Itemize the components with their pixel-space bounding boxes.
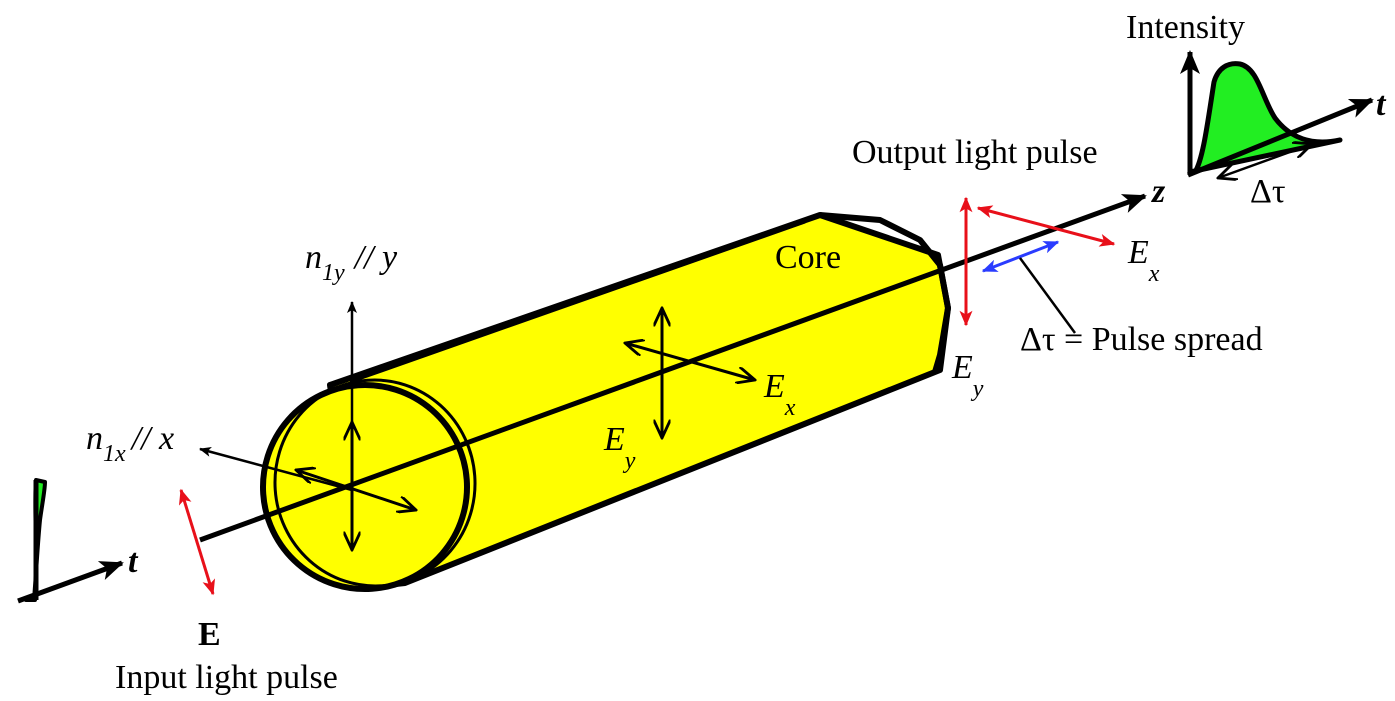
output-pulse-label: Output light pulse [852,134,1098,171]
n1y-sub: 1y [322,260,345,286]
n1y-n: n [305,239,322,276]
n1x-label: n1x// x [86,420,174,467]
mid-ex-sub: x [784,395,796,421]
input-t-axis-arrow [17,560,124,604]
core-end-cap [819,212,951,373]
z-axis-label: z [1151,173,1166,210]
output-t-label: t [1376,86,1387,123]
mid-ex-label: Ex [763,368,796,421]
delta-tau-label: Δτ [1250,173,1286,210]
output-ex-label: Ex [1127,234,1160,287]
face-e-horizontal-arrow [296,470,416,510]
mid-ey-label: Ey [603,421,636,474]
output-intensity-plot [1180,50,1374,178]
mid-ey-e: E [603,421,625,458]
n1x-sub: 1x [103,441,126,467]
input-pulse-label: Input light pulse [115,659,338,696]
output-ey-e: E [951,349,973,386]
core-label: Core [775,239,841,276]
input-e-label: E [198,616,221,653]
mid-ey-sub: y [623,448,636,474]
delta-tau-arrow [1218,144,1312,178]
intensity-label: Intensity [1126,9,1245,46]
mid-field-arrows [625,308,755,438]
pulse-spread-leader-line [1018,257,1077,334]
core-front-face-rim [273,378,477,588]
output-field-arrows [959,196,1116,334]
mid-ex-e: E [763,368,785,405]
n1y-label: n1y // y [305,239,398,286]
output-ey-sub: y [971,376,984,402]
output-ex-e: E [1127,234,1149,271]
output-ex-sub: x [1148,261,1160,287]
front-face-axes [199,301,416,550]
n1y-rest: // y [353,239,398,276]
core-top-edge-double [349,220,806,384]
n1x-n: n [86,420,103,457]
output-ex-red-arrow [976,205,1116,247]
pulse-spread-label: Δτ = Pulse spread [1020,321,1263,358]
input-pulse-plot [17,478,124,604]
input-t-label: t [128,543,139,580]
output-ey-label: Ey [951,349,984,402]
n1x-rest: // x [130,420,174,457]
output-pulse-shape [1187,61,1343,175]
input-e-red-arrow [178,488,216,596]
pulse-spread-blue-arrow [981,240,1060,273]
mid-ex-arrow [625,343,755,380]
